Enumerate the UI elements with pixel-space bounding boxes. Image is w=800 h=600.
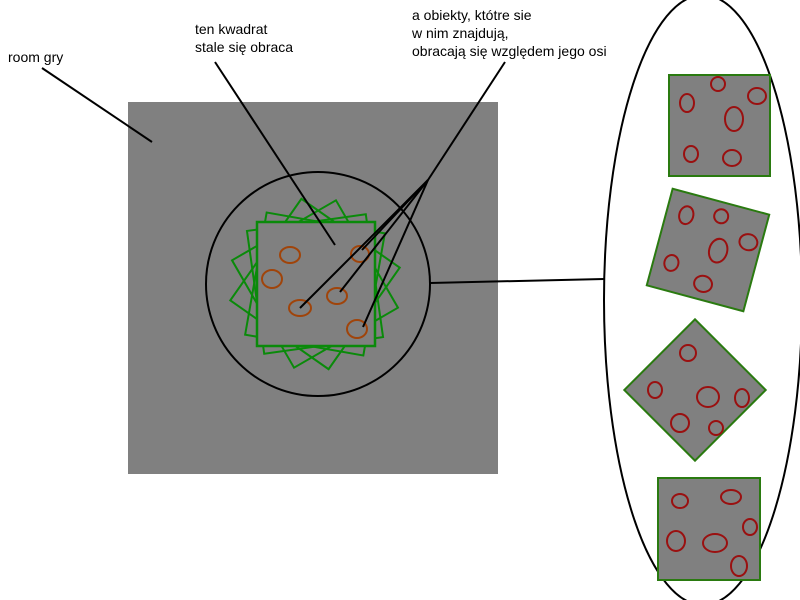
frame-4 [657, 477, 761, 581]
objects-label-line-2: w nim znajdują, [412, 25, 509, 41]
detail-connector [429, 278, 605, 284]
objects-label-line-3: obracają się względem jego osi [412, 43, 607, 59]
square-label-line-1: ten kwadrat [195, 21, 268, 37]
room-pointer [41, 67, 153, 143]
square-label-line-2: stale się obraca [195, 39, 294, 55]
room-label: room gry [8, 49, 64, 65]
objects-label-line-1: a obiekty, któtre sie [412, 7, 532, 23]
frame-1 [668, 74, 771, 177]
inner-objects [261, 245, 370, 339]
zoom-circle [205, 171, 431, 397]
detail-ellipse [603, 0, 800, 600]
frame-2 [645, 187, 771, 313]
pointer-lines [214, 61, 506, 328]
rotating-squares [228, 197, 402, 371]
square-label: ten kwadrat stale się obraca [195, 20, 293, 56]
objects-label: a obiekty, któtre sie w nim znajdują, ob… [412, 6, 607, 60]
frame-3 [622, 317, 768, 463]
